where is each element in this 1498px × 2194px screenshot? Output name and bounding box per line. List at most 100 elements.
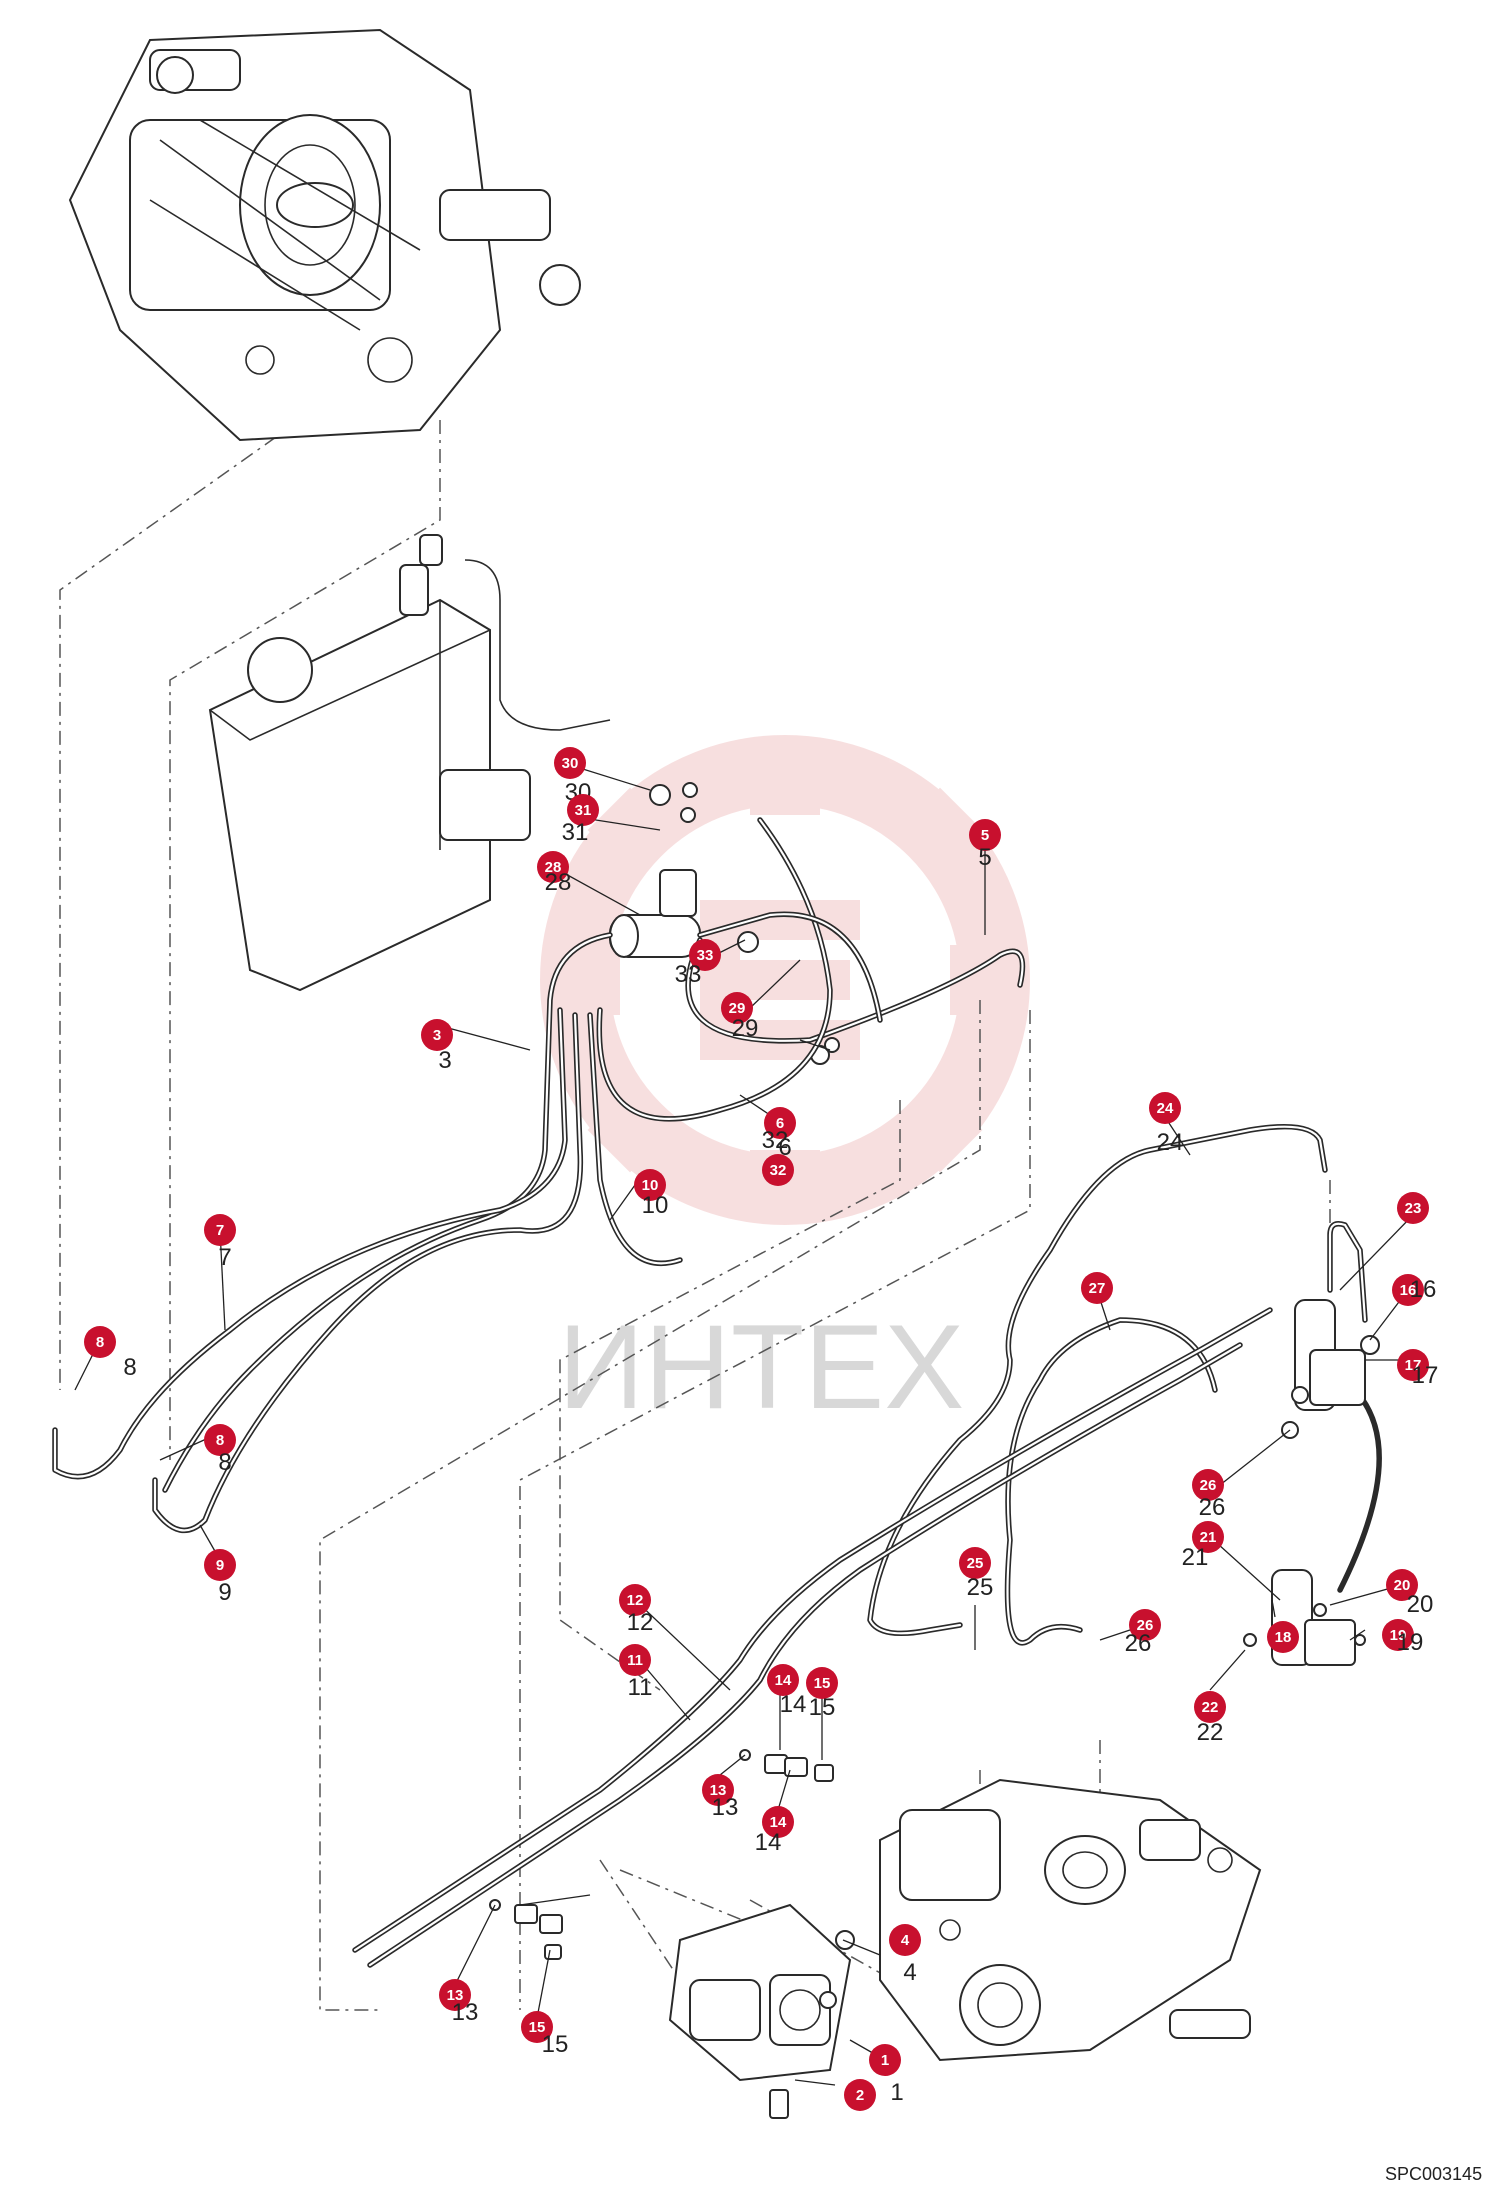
callout-badge (806, 1667, 838, 1699)
callout-number: 17 (1405, 1357, 1422, 1374)
part-reference-number: 26 (1125, 1630, 1152, 1657)
callout-badge (869, 2044, 901, 2076)
part-reference-number: 31 (562, 819, 589, 846)
callout-number: 31 (575, 802, 592, 819)
hose-3 (162, 932, 613, 1493)
callout-badge (1081, 1272, 1113, 1304)
callout-8: 8 (84, 1326, 116, 1358)
callout-15: 15 (806, 1667, 838, 1699)
callout-badge (1392, 1274, 1424, 1306)
part-reference-number: 14 (755, 1829, 782, 1856)
transmission-assembly (68, 28, 581, 442)
callout-29: 29 (721, 992, 753, 1024)
callout-14: 14 (762, 1806, 794, 1838)
callout-badge (567, 794, 599, 826)
callout-19: 19 (1382, 1619, 1414, 1651)
callout-number: 3 (433, 1027, 441, 1044)
part-reference-number: 8 (123, 1354, 136, 1381)
part-reference-number: 3 (438, 1047, 451, 1074)
callout-badge (721, 992, 753, 1024)
callout-number: 13 (447, 1987, 464, 2004)
callout-number: 21 (1200, 1529, 1217, 1546)
callout-number: 7 (216, 1222, 224, 1239)
callout-18: 18 (1267, 1621, 1299, 1653)
callout-number: 14 (770, 1814, 787, 1831)
callout-number: 26 (1137, 1617, 1154, 1634)
callout-number: 4 (901, 1932, 910, 1949)
callout-7: 7 (204, 1214, 236, 1246)
callout-33: 33 (689, 939, 721, 971)
callout-20: 20 (1386, 1569, 1418, 1601)
hose-18 (1337, 1387, 1382, 1593)
part-reference-number: 8 (218, 1449, 231, 1476)
callout-number: 29 (729, 1000, 746, 1017)
watermark-text: ИНТЕХ (558, 1300, 964, 1434)
callout-8: 8 (204, 1424, 236, 1456)
callout-number: 5 (981, 827, 989, 844)
part-reference-number: 9 (218, 1579, 231, 1606)
hose-30 (697, 911, 883, 1023)
callout-badge (1397, 1192, 1429, 1224)
callout-badge (767, 1664, 799, 1696)
callout-badge (521, 2011, 553, 2043)
callout-number: 13 (710, 1782, 727, 1799)
callout-badge (959, 1547, 991, 1579)
callout-number: 30 (562, 755, 579, 772)
part-reference-number: 32 (762, 1127, 789, 1154)
callout-17: 17 (1397, 1349, 1429, 1381)
callout-number: 33 (697, 947, 714, 964)
part-reference-number: 17 (1412, 1362, 1439, 1389)
callout-32: 32 (762, 1154, 794, 1186)
callout-number: 15 (814, 1675, 831, 1692)
callout-badge (1382, 1619, 1414, 1651)
callout-4: 4 (889, 1924, 921, 1956)
drive-axle (879, 1778, 1262, 2062)
callout-badge (1397, 1349, 1429, 1381)
callout-number: 15 (529, 2019, 546, 2036)
callout-15: 15 (521, 2011, 553, 2043)
callout-badge (762, 1154, 794, 1186)
callout-16: 16 (1392, 1274, 1424, 1306)
callout-badge (689, 939, 721, 971)
part-reference-number: 10 (642, 1192, 669, 1219)
callout-badge (1194, 1691, 1226, 1723)
callout-21: 21 (1192, 1521, 1224, 1553)
callout-badge (619, 1644, 651, 1676)
callout-badge (204, 1549, 236, 1581)
callout-9: 9 (204, 1549, 236, 1581)
callout-number: 8 (216, 1432, 224, 1449)
callout-23: 23 (1397, 1192, 1429, 1224)
valve-assemblies (1243, 1299, 1380, 1666)
callout-27: 27 (1081, 1272, 1113, 1304)
part-reference-number: 26 (1199, 1494, 1226, 1521)
callout-13: 13 (702, 1774, 734, 1806)
callout-11: 11 (619, 1644, 651, 1676)
callout-badge (1149, 1092, 1181, 1124)
part-reference-number: 19 (1397, 1629, 1424, 1656)
callout-2: 2 (844, 2079, 876, 2111)
callout-22: 22 (1194, 1691, 1226, 1723)
callout-number: 18 (1275, 1629, 1292, 1646)
callout-badge (1192, 1521, 1224, 1553)
callout-badge (889, 1924, 921, 1956)
callout-layer: 1123344556677888899101011111212131313131… (84, 747, 1438, 2111)
hose-6 (596, 817, 833, 1122)
part-reference-number: 13 (452, 1999, 479, 2026)
part-reference-number: 7 (218, 1244, 231, 1271)
callout-number: 20 (1394, 1577, 1411, 1594)
callout-badge (421, 1019, 453, 1051)
callout-badge (702, 1774, 734, 1806)
part-reference-number: 1 (890, 2079, 903, 2106)
callout-5: 5 (969, 819, 1001, 851)
callout-badge (969, 819, 1001, 851)
part-reference-number: 5 (978, 844, 991, 871)
part-reference-number: 33 (675, 961, 702, 988)
callout-badge (1386, 1569, 1418, 1601)
callout-number: 12 (627, 1592, 644, 1609)
callout-number: 10 (642, 1177, 659, 1194)
callout-14: 14 (767, 1664, 799, 1696)
watermark: ИНТЕХ (540, 735, 1030, 1434)
callout-badge (762, 1806, 794, 1838)
hydraulic-pump (668, 1903, 852, 2119)
